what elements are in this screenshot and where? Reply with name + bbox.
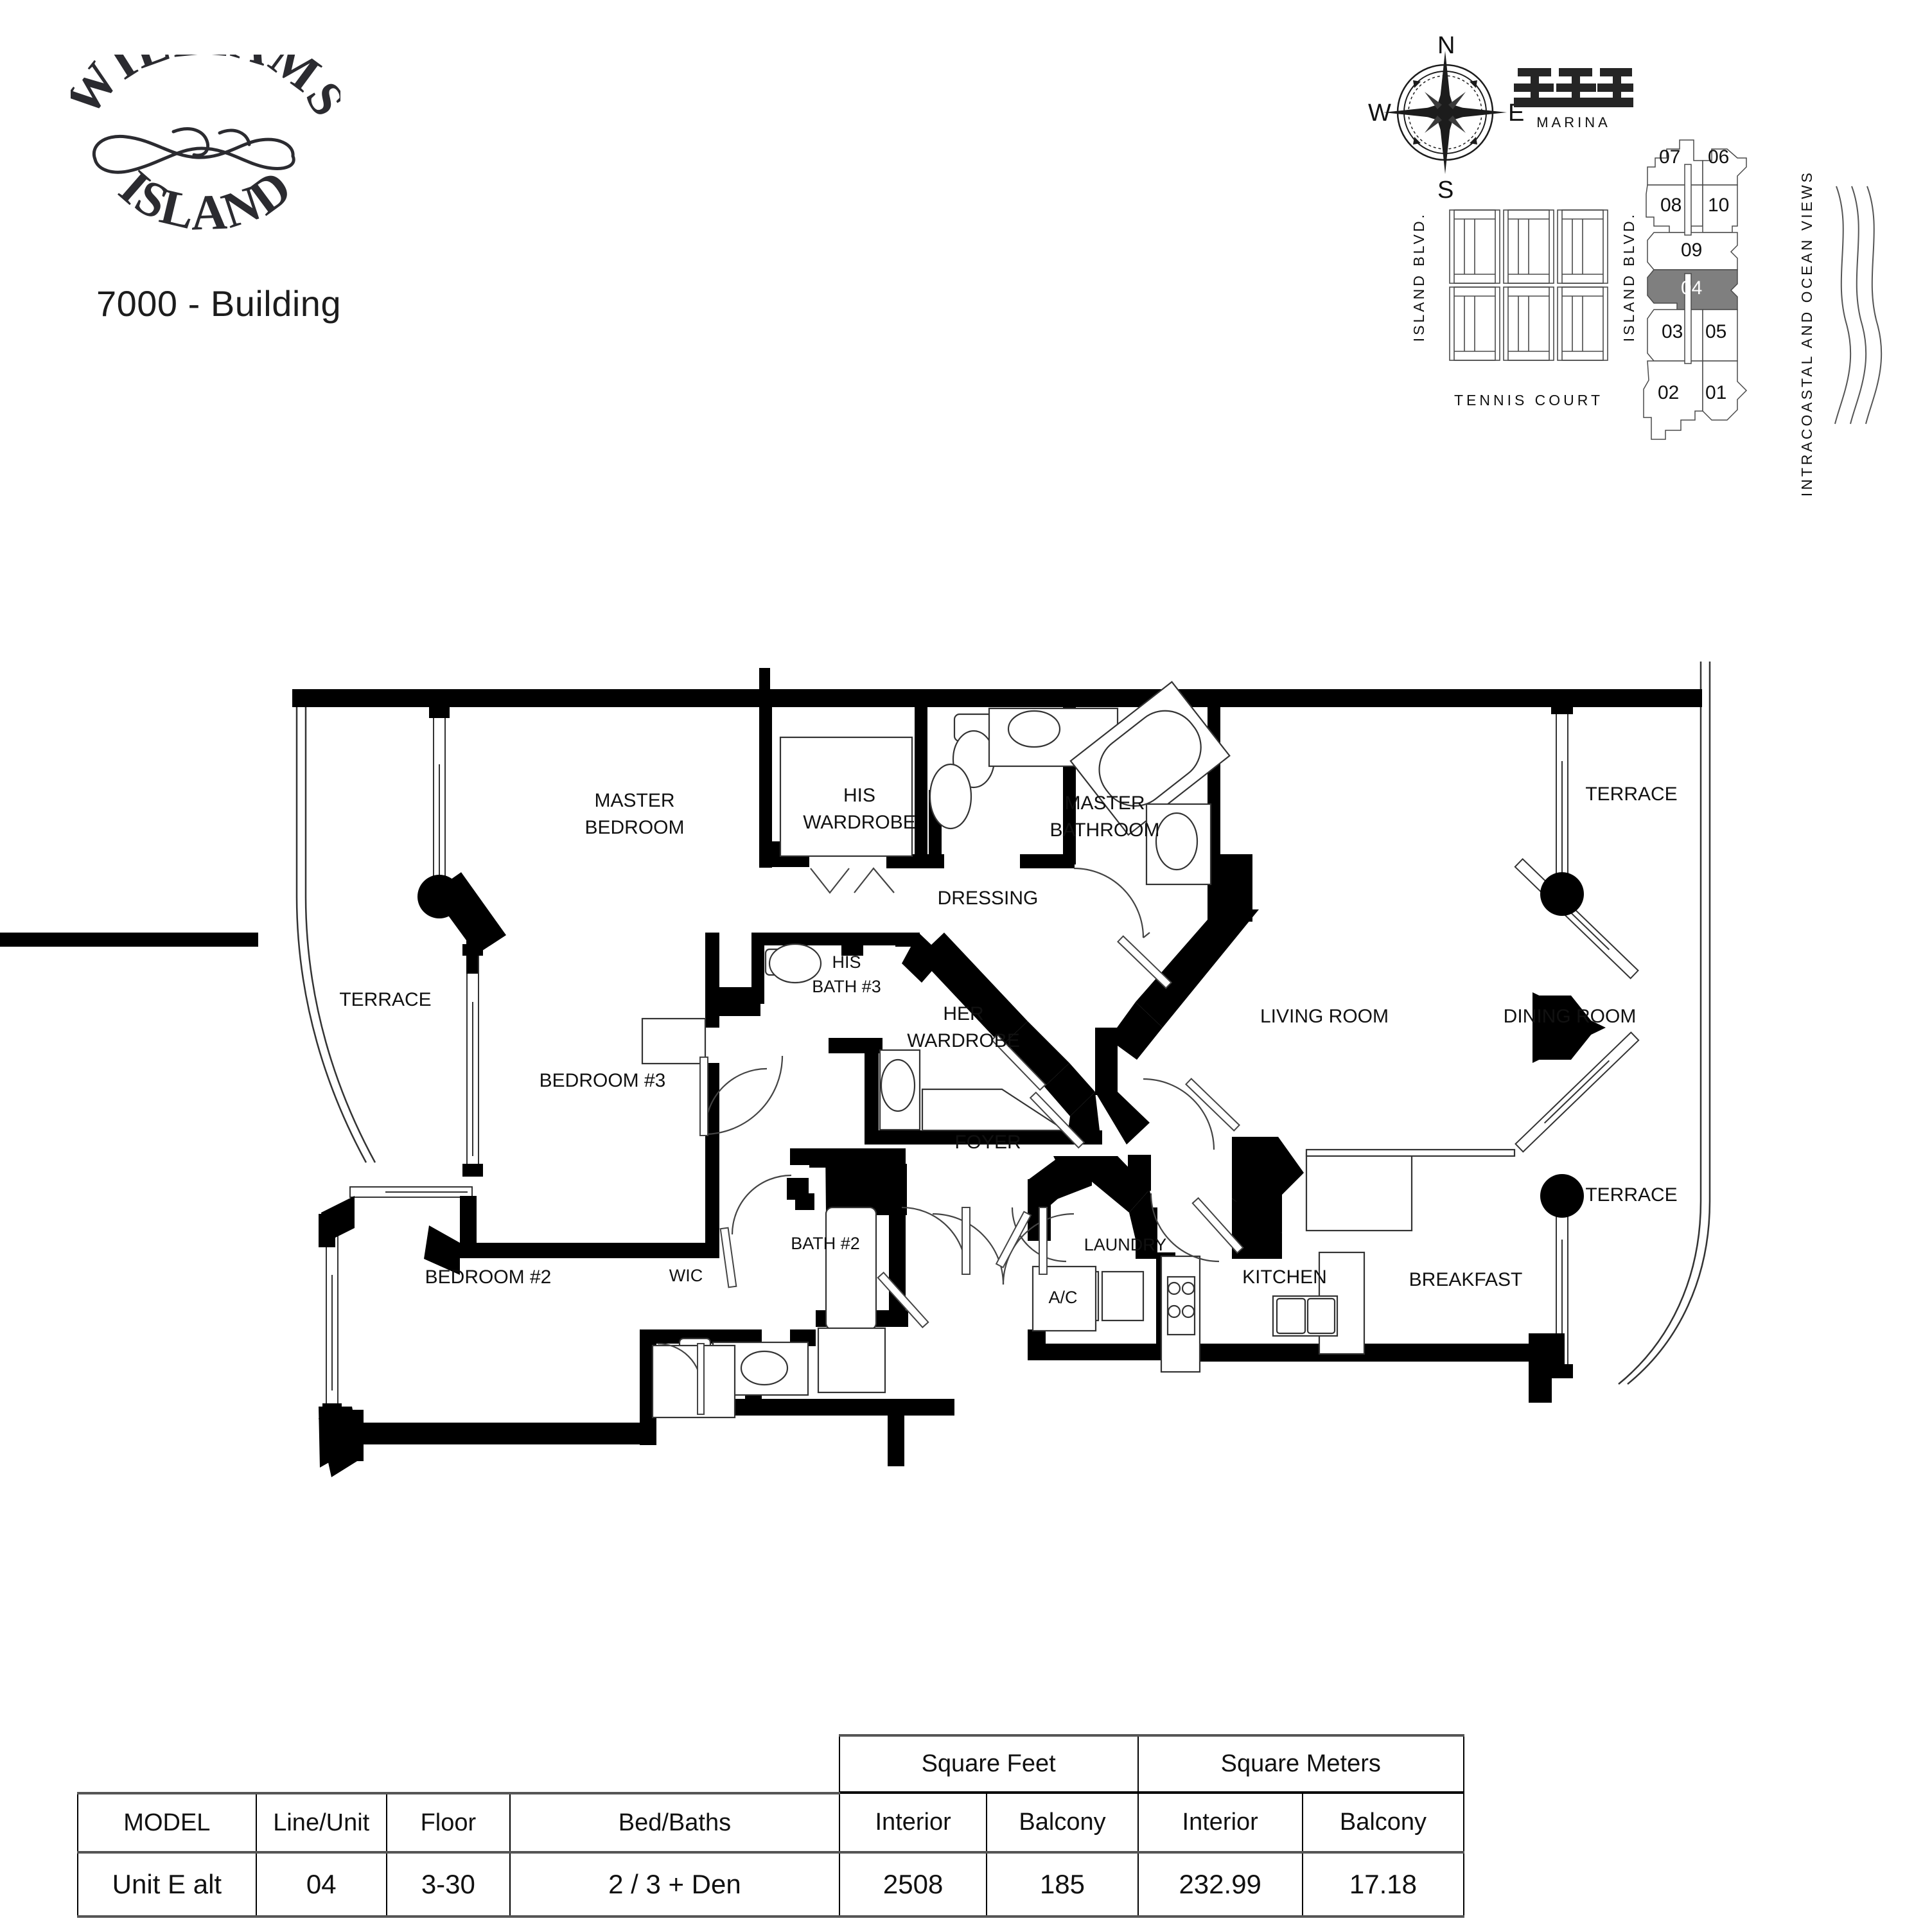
counter-line: [1305, 1148, 1516, 1157]
bathtub-2: [825, 1206, 877, 1331]
keyplan-label-07: 07: [1659, 146, 1681, 168]
label-her-wardrobe-l2: WARDROBE: [907, 1030, 1020, 1051]
marina-label: MARINA: [1536, 114, 1611, 130]
unit-spec-table: Square Feet Square Meters MODEL Line/Uni…: [77, 1734, 1477, 1918]
label-terrace-left: TERRACE: [339, 989, 431, 1010]
col-header-floor: Floor: [385, 1792, 511, 1853]
terrace-railing: [295, 662, 1711, 1385]
sink-basin-3: [880, 1058, 916, 1112]
cell-sqft-interior: 2508: [838, 1851, 988, 1918]
table-group-header-row: Square Feet Square Meters: [78, 1734, 1464, 1793]
keyplan-label-10: 10: [1708, 195, 1730, 216]
bedroom3-closet: [641, 1017, 707, 1065]
structural-walls: [0, 668, 1702, 1477]
floor-plan: MASTER BEDROOM HIS WARDROBE MASTER BATHR…: [0, 662, 1711, 1477]
door-swings: [657, 867, 1220, 1388]
wic-shelf: [651, 1344, 736, 1419]
table-row: Unit E alt 04 3-30 2 / 3 + Den 2508 185 …: [77, 1851, 1465, 1918]
group-header-square-meters: Square Meters: [1137, 1734, 1464, 1793]
keyplan-label-05: 05: [1705, 321, 1727, 342]
label-his-bath3-l2: BATH #3: [812, 977, 881, 996]
label-master-bedroom-l2: BEDROOM: [584, 817, 684, 838]
label-her-wardrobe-l1: HER: [943, 1003, 983, 1024]
cell-line-unit: 04: [255, 1851, 387, 1918]
keyplan-unit-02: [1643, 360, 1703, 440]
label-breakfast: BREAKFAST: [1409, 1269, 1523, 1290]
sink-basin-2: [1155, 812, 1199, 871]
brand-logo: WILLIAMS ISLAND 7000 - Building: [71, 55, 379, 324]
keyplan-label-03: 03: [1662, 321, 1683, 342]
label-bedroom-3: BEDROOM #3: [540, 1070, 666, 1091]
bidet: [929, 763, 972, 830]
sink-basin: [1007, 710, 1061, 748]
cell-model: Unit E alt: [77, 1851, 257, 1918]
keyplan-label-08: 08: [1660, 195, 1682, 216]
label-ac-closet: A/C: [1048, 1288, 1077, 1307]
label-master-bedroom-l1: MASTER: [594, 790, 674, 811]
label-his-wardrobe-l1: HIS: [843, 785, 875, 806]
keyplan-unit-01: [1702, 360, 1748, 421]
label-master-bathroom-l2: BATHROOM: [1049, 820, 1159, 841]
fixtures: [641, 681, 1516, 1419]
cell-sqft-balcony: 185: [986, 1851, 1139, 1918]
cell-sqm-balcony: 17.18: [1301, 1851, 1465, 1918]
key-plan: 07 06 08 10 09 04 03 05 02 01: [1641, 135, 1789, 507]
door-leaves: [697, 935, 1244, 1415]
col-header-model: MODEL: [77, 1792, 257, 1853]
sink-basin-2b: [740, 1350, 789, 1386]
label-dining-room: DINING ROOM: [1504, 1006, 1637, 1027]
col-header-line-unit: Line/Unit: [255, 1792, 387, 1853]
col-header-sqft-balcony: Balcony: [986, 1793, 1139, 1853]
label-dressing: DRESSING: [938, 888, 1039, 909]
water-waves-icon: [1827, 180, 1898, 430]
label-master-bathroom-l1: MASTER: [1064, 793, 1145, 814]
williams-island-emblem: WILLIAMS ISLAND: [71, 55, 340, 241]
label-laundry: LAUNDRY: [1084, 1235, 1167, 1254]
col-header-bed-baths: Bed/Baths: [509, 1792, 840, 1853]
table-header-row: MODEL Line/Unit Floor Bed/Baths Interior…: [77, 1792, 1465, 1853]
spec-table: Square Feet Square Meters MODEL Line/Uni…: [77, 1734, 1465, 1918]
shower-stall-2: [817, 1327, 886, 1394]
group-header-square-feet: Square Feet: [838, 1734, 1139, 1793]
tennis-court-label: TENNIS COURT: [1453, 392, 1604, 408]
bathtub: [1098, 710, 1202, 807]
label-kitchen: KITCHEN: [1242, 1267, 1327, 1288]
keyplan-label-09: 09: [1681, 240, 1703, 261]
label-foyer: FOYER: [954, 1132, 1021, 1153]
label-bedroom-2: BEDROOM #2: [425, 1267, 552, 1288]
dryer: [1101, 1270, 1145, 1322]
label-wic: WIC: [669, 1266, 703, 1285]
label-bath-2: BATH #2: [791, 1234, 860, 1253]
ac-unit: [1032, 1265, 1097, 1332]
marina-icon: [1513, 64, 1635, 135]
keyplan-label-04: 04: [1681, 277, 1703, 299]
sliding-door-track: [326, 709, 1640, 1414]
compass-north-label: N: [1437, 32, 1455, 59]
cell-bed-baths: 2 / 3 + Den: [509, 1851, 840, 1918]
keyplan-label-06: 06: [1708, 146, 1730, 168]
label-terrace-bottom-right: TERRACE: [1585, 1184, 1677, 1206]
keyplan-unit-06: [1702, 148, 1747, 186]
toilet-bowl-3: [768, 943, 822, 984]
cell-floor: 3-30: [385, 1851, 511, 1918]
label-living-room: LIVING ROOM: [1260, 1006, 1389, 1027]
col-header-sqm-balcony: Balcony: [1301, 1793, 1465, 1853]
his-wardrobe-shelf: [779, 736, 913, 857]
room-labels: MASTER BEDROOM HIS WARDROBE MASTER BATHR…: [339, 784, 1677, 1307]
label-his-bath3-l1: HIS: [832, 952, 861, 972]
tennis-court-diagram: [1448, 209, 1609, 363]
label-his-wardrobe-l2: WARDROBE: [803, 812, 916, 833]
keyplan-label-02: 02: [1658, 382, 1680, 403]
compass-rose: N S W E: [1368, 32, 1524, 204]
label-terrace-top-right: TERRACE: [1585, 784, 1677, 805]
compass-west-label: W: [1368, 100, 1391, 127]
keyplan-unit-09: [1647, 232, 1738, 270]
building-name: 7000 - Building: [96, 283, 342, 324]
cell-sqm-interior: 232.99: [1137, 1851, 1303, 1918]
compass-south-label: S: [1437, 177, 1454, 204]
keyplan-label-01: 01: [1705, 382, 1727, 403]
pantry-cabinet: [1305, 1152, 1413, 1232]
col-header-sqm-interior: Interior: [1137, 1793, 1303, 1853]
col-header-sqft-interior: Interior: [838, 1793, 988, 1853]
